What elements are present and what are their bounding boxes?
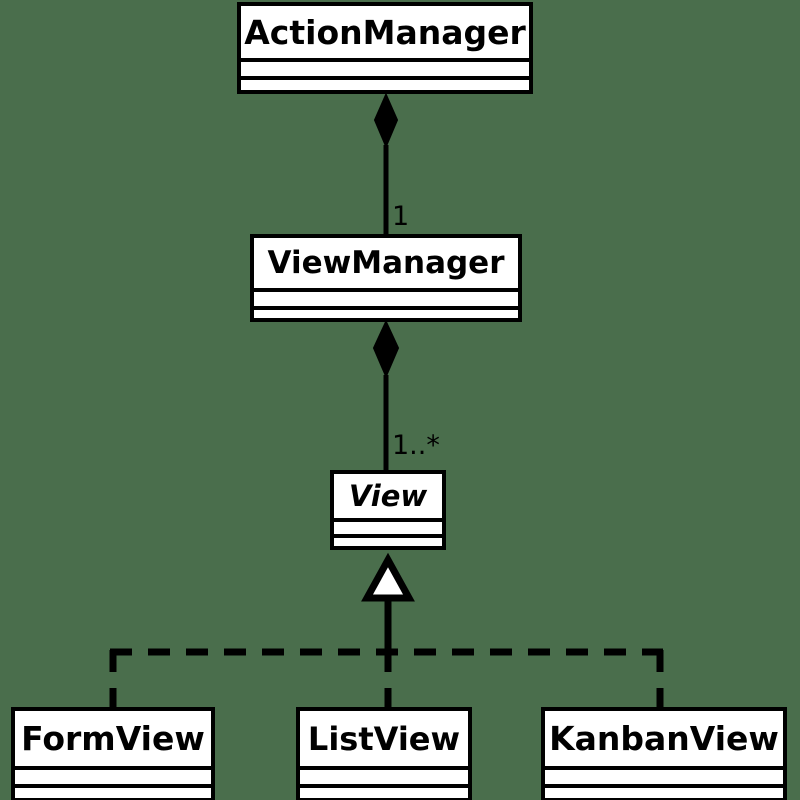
- composition-diamond-viewmanager: [372, 319, 400, 379]
- class-operations-compartment-view: [334, 534, 442, 546]
- class-operations-compartment-kanban-view: [545, 784, 783, 798]
- class-operations-compartment-action-manager: [241, 76, 529, 90]
- class-attributes-compartment-view: [334, 518, 442, 534]
- multiplicity-label-actionmanager-viewmanager: 1: [392, 201, 410, 232]
- class-box-action-manager[interactable]: ActionManager: [237, 2, 533, 94]
- class-attributes-compartment-action-manager: [241, 58, 529, 76]
- multiplicity-label-viewmanager-view: 1..*: [392, 430, 440, 461]
- class-box-form-view[interactable]: FormView: [11, 707, 215, 800]
- class-name-kanban-view: KanbanView: [549, 719, 779, 758]
- class-attributes-compartment-form-view: [15, 766, 211, 784]
- class-name-list-view: ListView: [307, 719, 461, 758]
- class-operations-compartment-form-view: [15, 784, 211, 798]
- class-operations-compartment-view-manager: [254, 306, 518, 318]
- composition-diamond-actionmanager: [373, 92, 399, 149]
- class-box-view-manager[interactable]: ViewManager: [250, 234, 522, 322]
- class-name-action-manager: ActionManager: [244, 12, 526, 52]
- class-box-view[interactable]: View: [330, 470, 446, 550]
- class-attributes-compartment-kanban-view: [545, 766, 783, 784]
- class-name-form-view: FormView: [21, 719, 205, 758]
- generalization-triangle-view: [361, 552, 415, 602]
- class-attributes-compartment-view-manager: [254, 288, 518, 306]
- class-box-kanban-view[interactable]: KanbanView: [541, 707, 787, 800]
- class-attributes-compartment-list-view: [300, 766, 468, 784]
- class-box-list-view[interactable]: ListView: [296, 707, 472, 800]
- class-name-view-manager: ViewManager: [267, 244, 505, 281]
- class-name-view: View: [348, 478, 428, 513]
- class-operations-compartment-list-view: [300, 784, 468, 798]
